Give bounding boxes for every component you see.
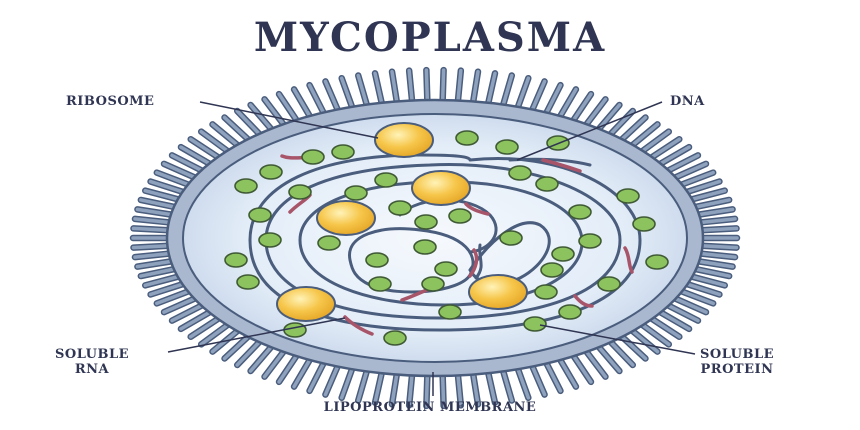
soluble-protein bbox=[368, 276, 392, 292]
leader-line-soluble-rna bbox=[167, 317, 346, 353]
soluble-protein bbox=[558, 304, 582, 320]
soluble-protein bbox=[597, 276, 621, 292]
soluble-protein bbox=[248, 207, 272, 223]
soluble-protein bbox=[288, 184, 312, 200]
soluble-protein bbox=[448, 208, 472, 224]
ribosome bbox=[316, 200, 376, 236]
rna-strand bbox=[464, 202, 490, 216]
soluble-protein bbox=[365, 252, 389, 268]
soluble-protein bbox=[331, 144, 355, 160]
soluble-protein bbox=[645, 254, 669, 270]
soluble-protein bbox=[374, 172, 398, 188]
leader-line-dna bbox=[516, 101, 663, 161]
rna-strand bbox=[573, 294, 594, 308]
soluble-protein bbox=[616, 188, 640, 204]
soluble-protein bbox=[414, 214, 438, 230]
soluble-protein bbox=[258, 232, 282, 248]
soluble-protein bbox=[568, 204, 592, 220]
soluble-protein bbox=[632, 216, 656, 232]
label-dna: DNA bbox=[670, 94, 705, 109]
soluble-protein bbox=[259, 164, 283, 180]
label-soluble-rna-line1: SOLUBLE bbox=[55, 347, 130, 362]
rna-strand bbox=[468, 248, 479, 278]
soluble-protein bbox=[438, 304, 462, 320]
dna-strand-outer bbox=[248, 153, 642, 332]
ribosome bbox=[276, 286, 336, 322]
soluble-protein bbox=[234, 178, 258, 194]
ribosomes bbox=[276, 122, 528, 322]
soluble-rna-strands bbox=[280, 154, 634, 336]
soluble-protein bbox=[344, 185, 368, 201]
rna-strand bbox=[343, 315, 374, 336]
label-soluble-protein-line1: SOLUBLE bbox=[700, 347, 775, 362]
label-soluble-rna: SOLUBLE RNA bbox=[55, 347, 129, 377]
leader-line-soluble-protein bbox=[539, 324, 696, 355]
soluble-protein bbox=[388, 200, 412, 216]
soluble-protein bbox=[236, 274, 260, 290]
soluble-protein bbox=[283, 322, 307, 338]
label-ribosome: RIBOSOME bbox=[66, 94, 155, 109]
soluble-protein bbox=[495, 139, 519, 155]
leader-lines bbox=[167, 101, 696, 396]
ribosome bbox=[411, 170, 471, 206]
soluble-protein bbox=[434, 261, 458, 277]
label-soluble-protein-line2: PROTEIN bbox=[700, 362, 774, 377]
leader-line-ribosome bbox=[199, 101, 379, 139]
soluble-protein bbox=[508, 165, 532, 181]
ribosome bbox=[374, 122, 434, 158]
soluble-protein bbox=[455, 130, 479, 146]
soluble-protein bbox=[535, 176, 559, 192]
diagram-title: MYCOPLASMA bbox=[253, 14, 607, 61]
label-soluble-protein: SOLUBLE PROTEIN bbox=[700, 347, 774, 377]
soluble-protein bbox=[534, 284, 558, 300]
soluble-protein bbox=[413, 239, 437, 255]
dna-strand-outer-2 bbox=[264, 163, 622, 320]
soluble-protein bbox=[301, 149, 325, 165]
soluble-protein bbox=[551, 246, 575, 262]
rna-strand bbox=[541, 158, 582, 173]
label-lipoprotein-membrane: LIPOPROTEIN MEMBRANE bbox=[323, 400, 537, 415]
ribosome bbox=[468, 274, 528, 310]
rna-strand bbox=[623, 246, 634, 274]
soluble-protein bbox=[224, 252, 248, 268]
soluble-proteins bbox=[224, 130, 669, 346]
soluble-protein bbox=[540, 262, 564, 278]
soluble-protein bbox=[317, 235, 341, 251]
soluble-protein bbox=[421, 276, 445, 292]
soluble-protein bbox=[523, 316, 547, 332]
soluble-protein bbox=[578, 233, 602, 249]
dna-strand-squiggle bbox=[474, 243, 483, 280]
soluble-protein bbox=[499, 230, 523, 246]
dna-strand-loop-3 bbox=[398, 198, 498, 254]
soluble-protein bbox=[383, 330, 407, 346]
label-soluble-rna-line2: RNA bbox=[74, 362, 110, 377]
